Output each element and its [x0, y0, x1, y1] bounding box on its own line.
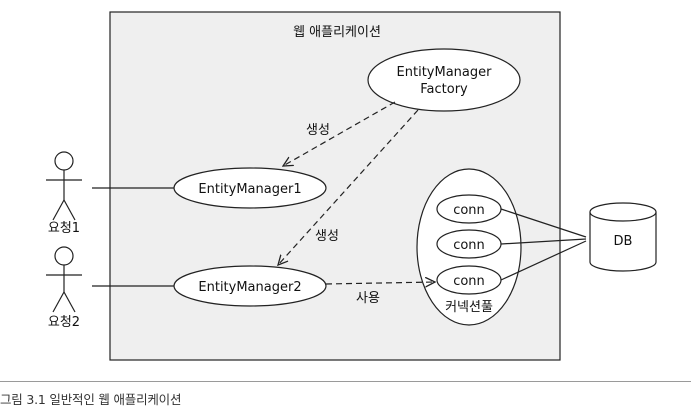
db-link-2 [500, 238, 587, 245]
caption-divider [0, 381, 691, 382]
use-label: 사용 [356, 291, 380, 306]
architecture-diagram: 웹 애플리케이션 요청1 요청2 EntityManager Factory E… [46, 11, 657, 361]
create-arrow-2 [278, 109, 419, 265]
entity-manager-factory-node [367, 48, 521, 112]
create-label-1: 생성 [306, 123, 330, 138]
create-arrow-1 [283, 101, 396, 166]
db-link-1 [500, 208, 587, 238]
connection-label-1: conn [453, 203, 485, 218]
connection-pool-label: 커넥션풀 [445, 300, 493, 315]
actor-label-1: 요청1 [48, 221, 80, 236]
entity-manager-2-node [173, 265, 327, 307]
entity-manager-1-node [173, 167, 327, 209]
db-link-3 [500, 240, 587, 281]
actor-label-2: 요청2 [48, 315, 80, 330]
container-title: 웹 애플리케이션 [293, 25, 381, 40]
use-arrow [325, 282, 435, 284]
entity-manager-1-label: EntityManager1 [198, 182, 301, 197]
factory-label-line1: EntityManager [397, 65, 493, 80]
create-label-2: 생성 [315, 229, 339, 244]
actor-request-1 [46, 151, 82, 221]
database-cylinder-icon [589, 202, 657, 272]
figure-caption: 그림 3.1 일반적인 웹 애플리케이션 [0, 392, 182, 407]
entity-manager-2-label: EntityManager2 [198, 280, 301, 295]
connection-label-3: conn [453, 274, 485, 289]
actor-request-2 [46, 246, 82, 313]
connection-label-2: conn [453, 238, 485, 253]
database-label: DB [614, 234, 633, 249]
factory-label-line2: Factory [420, 82, 468, 97]
